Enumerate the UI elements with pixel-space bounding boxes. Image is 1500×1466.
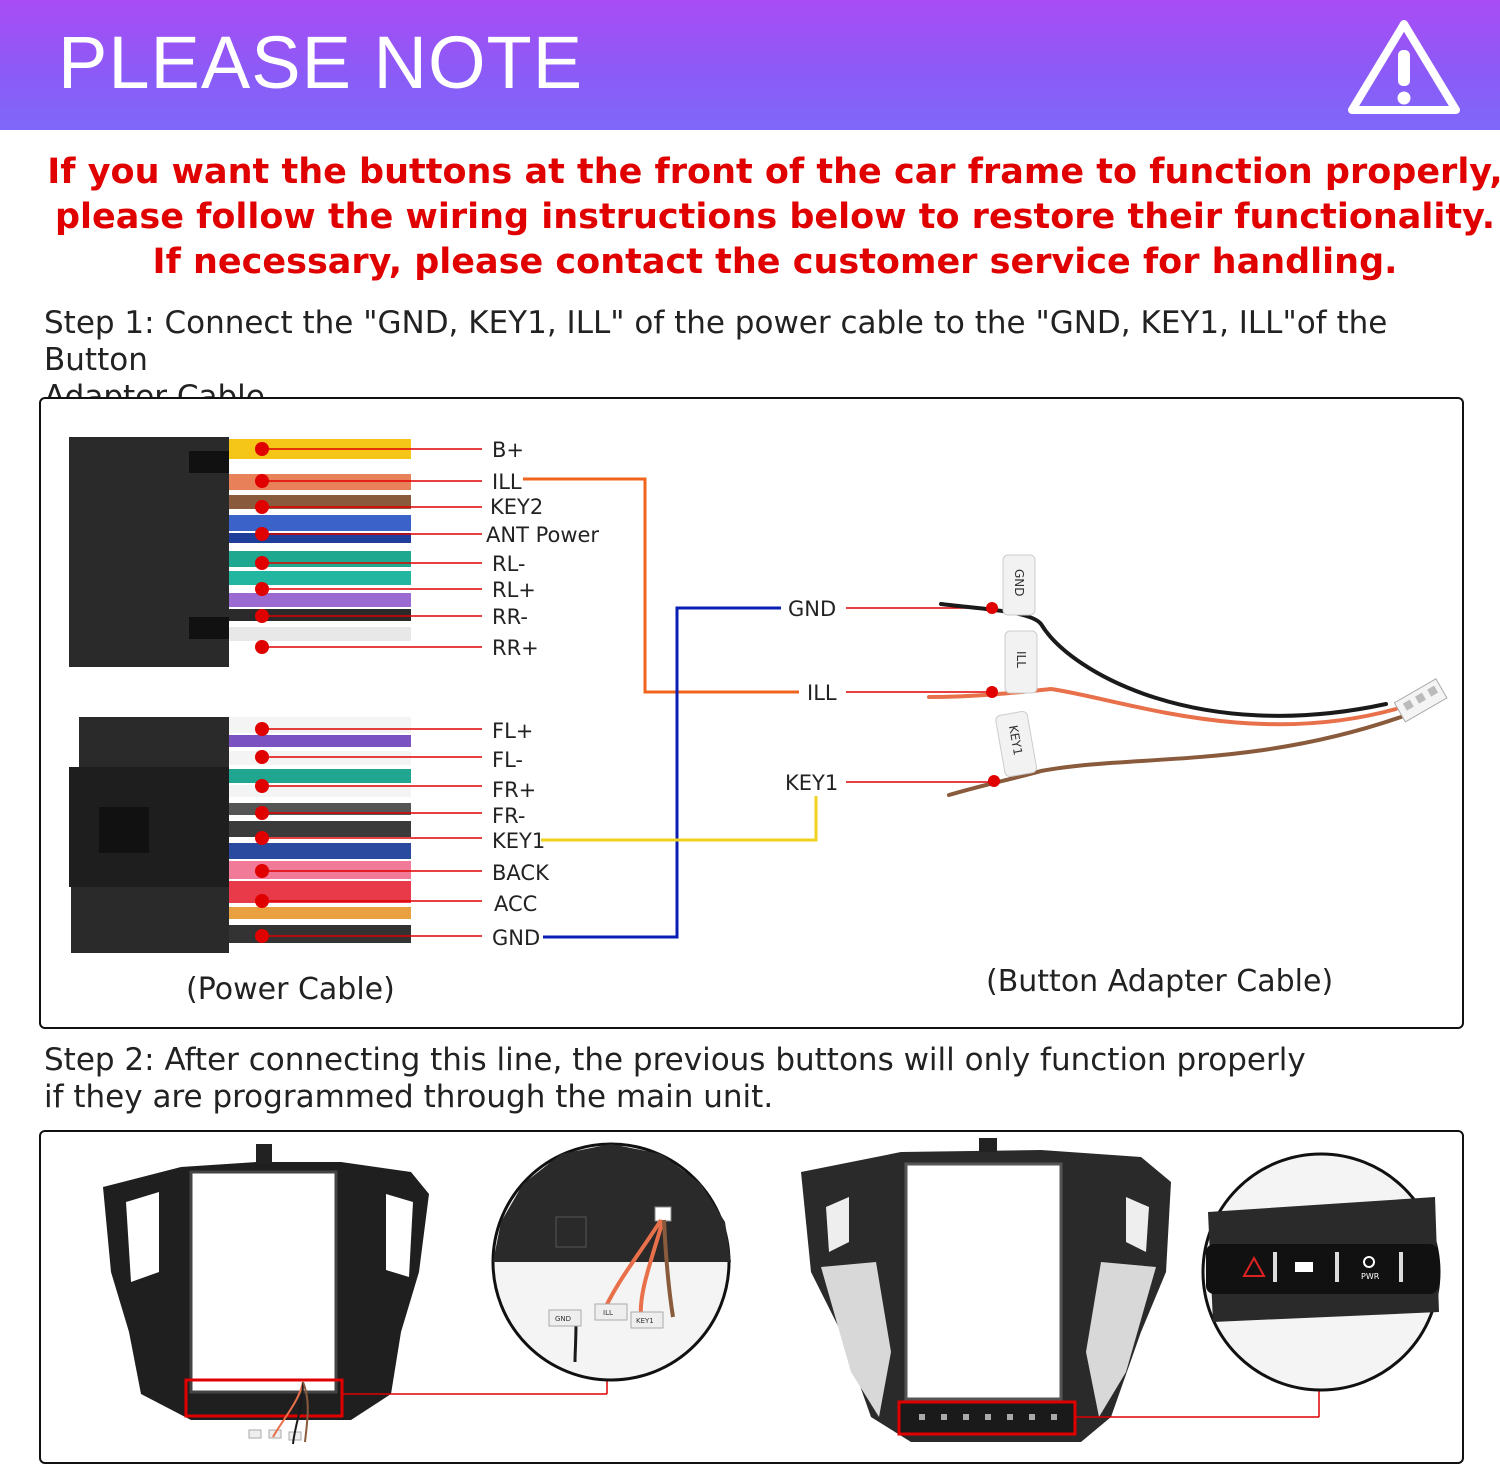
car-frame-front [801, 1138, 1171, 1442]
power-label: KEY1 [492, 829, 545, 853]
notice-text: If you want the buttons at the front of … [0, 150, 1500, 285]
power-label: GND [492, 926, 540, 950]
step2-line: Step 2: After connecting this line, the … [44, 1042, 1306, 1078]
step2-text: Step 2: After connecting this line, the … [44, 1042, 1306, 1116]
wire-tag: ILL [1014, 651, 1028, 668]
power-cable-caption: (Power Cable) [186, 972, 395, 1007]
power-label: ACC [494, 892, 537, 916]
adapter-label: GND [788, 597, 836, 621]
page-title: PLEASE NOTE [58, 21, 584, 104]
notice-line: If you want the buttons at the front of … [47, 152, 1500, 192]
power-label: RR+ [492, 636, 539, 660]
ill-connection-line [523, 477, 799, 694]
wire-tag: KEY1 [1006, 724, 1025, 756]
lock-icon [1295, 1262, 1313, 1272]
gnd-connection-line [543, 606, 781, 939]
header-banner: PLEASE NOTE [0, 0, 1500, 130]
power-label: FR+ [492, 778, 536, 802]
power-label: ILL [492, 470, 522, 494]
power-label: KEY2 [490, 495, 543, 519]
pointer-lines [262, 448, 482, 937]
wiring-diagram: B+ ILL KEY2 ANT Power RL- RL+ RR- RR+ FL… [39, 397, 1464, 1029]
adapter-label: KEY1 [785, 771, 838, 795]
power-label: FL- [492, 748, 523, 772]
adapter-wires [927, 602, 1403, 797]
wire-tag: GND [1012, 569, 1026, 597]
warning-triangle-icon [1348, 20, 1460, 114]
power-connector-bottom [69, 717, 411, 953]
power-connector-top [69, 437, 411, 667]
power-label: RL+ [492, 578, 536, 602]
power-icon [1363, 1256, 1375, 1268]
power-label: BACK [492, 861, 550, 885]
installation-photos: GND ILL KEY1 [39, 1130, 1464, 1464]
photo-tag: KEY1 [636, 1317, 654, 1325]
power-label: FR- [492, 804, 525, 828]
photo-tag: ILL [603, 1309, 613, 1317]
adapter-plug [1393, 678, 1448, 723]
pwr-label: PWR [1361, 1272, 1380, 1281]
power-label: RL- [492, 552, 526, 576]
car-frame-back [103, 1144, 429, 1445]
power-label: RR- [492, 605, 528, 629]
step1-text: Step 1: Connect the "GND, KEY1, ILL" of … [44, 305, 1500, 416]
pointer-dots [255, 442, 269, 943]
power-label: ANT Power [486, 523, 599, 547]
notice-line: If necessary, please contact the custome… [152, 242, 1398, 282]
power-label: B+ [492, 438, 524, 462]
step1-line: Step 1: Connect the "GND, KEY1, ILL" of … [44, 305, 1388, 378]
power-label: FL+ [492, 719, 533, 743]
hazard-icon [1242, 1255, 1266, 1277]
notice-line: please follow the wiring instructions be… [54, 197, 1496, 237]
zoom-circle-left: GND ILL KEY1 [491, 1142, 731, 1382]
button-adapter-caption: (Button Adapter Cable) [986, 964, 1334, 999]
adapter-label: ILL [807, 681, 837, 705]
photo-tag: GND [555, 1315, 571, 1323]
key1-connection-line [541, 796, 818, 842]
step2-line: if they are programmed through the main … [44, 1079, 774, 1115]
zoom-circle-right: PWR [1201, 1152, 1441, 1392]
